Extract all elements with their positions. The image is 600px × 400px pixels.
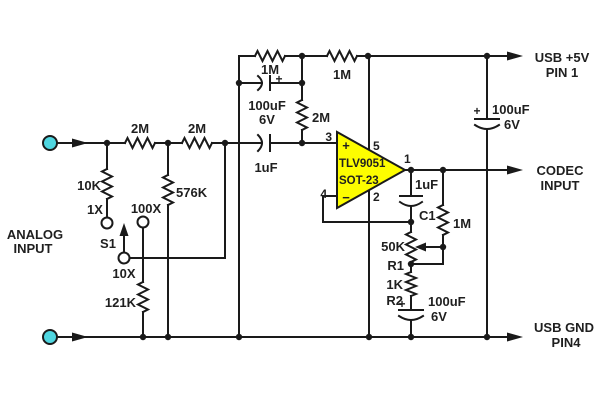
- resistor-121k-label: 121K: [105, 295, 137, 310]
- pot-50k-value-label: 50K: [381, 239, 405, 254]
- resistor-10k: [99, 167, 115, 201]
- cap-bypass-curved-plate: [256, 74, 263, 92]
- cap-bypass-label: 100uF: [248, 98, 286, 113]
- junction-dot: [407, 166, 415, 174]
- resistor-2m-bias: [294, 98, 310, 132]
- junction-dot: [164, 139, 172, 147]
- cap-rail-voltage-label: 6V: [504, 117, 520, 132]
- resistor-1k-name-label: R2: [386, 293, 403, 308]
- resistor-1m-top-1-label: 1M: [261, 62, 279, 77]
- cap-bypass-voltage-label: 6V: [259, 112, 275, 127]
- codec-arrow-icon: [507, 165, 523, 175]
- resistor-576k-label: 576K: [176, 185, 208, 200]
- resistor-121k: [135, 280, 151, 314]
- pot-50k-name-label: R1: [387, 258, 404, 273]
- cap-c1-value-label: 1uF: [415, 177, 438, 192]
- usb-5v-label-2: PIN 1: [546, 65, 579, 80]
- resistor-1m-top-2: [325, 48, 359, 64]
- resistor-1m-top-1: [253, 48, 287, 64]
- usb-5v-label-1: USB +5V: [535, 50, 590, 65]
- signal-flow-arrow-icon: [72, 332, 88, 342]
- resistor-1k: [403, 270, 419, 298]
- cap-rail-curved-plate: [473, 123, 501, 130]
- usb-5v-arrow-icon: [507, 51, 523, 61]
- junction-dot: [439, 166, 447, 174]
- codec-label-1: CODEC: [537, 163, 585, 178]
- cap-bulk-polarity-mark: +: [398, 297, 405, 311]
- junction-dot: [235, 79, 243, 87]
- junction-dot: [103, 139, 111, 147]
- signal-flow-arrow-icon: [72, 138, 88, 148]
- resistor-2m-series-2: [180, 135, 214, 151]
- analog-input-label-2: INPUT: [14, 241, 53, 256]
- cap-bulk-value-label: 100uF: [428, 294, 466, 309]
- switch-1x-label: 1X: [87, 202, 103, 217]
- resistor-2m-bias-label: 2M: [312, 110, 330, 125]
- cap-rail-polarity-mark: +: [473, 104, 480, 118]
- junction-dot: [221, 139, 229, 147]
- opamp-noninv-mark: +: [342, 138, 350, 153]
- resistor-1m-feedback-label: 1M: [453, 216, 471, 231]
- junction-dot: [407, 333, 415, 341]
- junction-dot: [235, 333, 243, 341]
- switch-contact-1x[interactable]: [100, 216, 114, 230]
- opamp-pin1-label: 1: [404, 152, 411, 166]
- junction-dot: [164, 333, 172, 341]
- junction-dot: [298, 139, 306, 147]
- opamp-pin3-label: 3: [325, 130, 332, 144]
- opamp-part-label: TLV9051: [339, 158, 386, 170]
- resistor-1m-top-2-label: 1M: [333, 67, 351, 82]
- cap-c1-curved-plate: [398, 200, 424, 207]
- opamp-package-label: SOT-23: [339, 175, 379, 187]
- wire-switch-common: [128, 142, 226, 259]
- junction-dot: [407, 260, 415, 268]
- junction-dot: [139, 333, 147, 341]
- opamp-pin4-label: 4: [320, 187, 327, 201]
- analog-ground-terminal[interactable]: [42, 329, 58, 345]
- opamp-triangle: [336, 130, 408, 210]
- cap-input-label: 1uF: [254, 160, 277, 175]
- usb-gnd-label-1: USB GND: [534, 320, 594, 335]
- junction-dot: [364, 52, 372, 60]
- switch-lever-arrow-icon[interactable]: [119, 223, 129, 236]
- junction-dot: [483, 52, 491, 60]
- cap-input-curved-plate: [256, 133, 263, 153]
- junction-dot: [298, 52, 306, 60]
- pot-wiper-arrow-icon[interactable]: [415, 242, 426, 252]
- cap-c1-name-label: C1: [419, 208, 436, 223]
- analog-input-terminal[interactable]: [42, 135, 58, 151]
- cap-bulk-voltage-label: 6V: [431, 309, 447, 324]
- opamp-inv-mark: −: [342, 190, 350, 205]
- switch-10x-label: 10X: [112, 266, 135, 281]
- junction-dot: [407, 218, 415, 226]
- junction-dot: [439, 243, 447, 251]
- switch-100x-label: 100X: [131, 201, 162, 216]
- junction-dot: [365, 333, 373, 341]
- wire-feedback: [322, 195, 412, 223]
- resistor-1k-value-label: 1K: [386, 277, 403, 292]
- switch-name-label: S1: [100, 236, 116, 251]
- codec-label-2: INPUT: [541, 178, 580, 193]
- resistor-1m-feedback: [435, 203, 451, 237]
- switch-contact-100x[interactable]: [136, 215, 150, 229]
- opamp-pin2-label: 2: [373, 190, 380, 204]
- cap-rail-value-label: 100uF: [492, 102, 530, 117]
- resistor-2m-series-1: [123, 135, 157, 151]
- switch-pole-10x[interactable]: [117, 251, 131, 265]
- potentiometer-50k: [403, 230, 419, 264]
- usb-gnd-arrow-icon: [507, 332, 523, 342]
- resistor-10k-label: 10K: [77, 178, 101, 193]
- resistor-2m-series-2-label: 2M: [188, 121, 206, 136]
- analog-input-label-1: ANALOG: [7, 227, 63, 242]
- resistor-576k: [160, 173, 176, 207]
- cap-bulk-curved-plate: [397, 314, 425, 321]
- usb-gnd-label-2: PIN4: [552, 335, 582, 350]
- junction-dot: [483, 333, 491, 341]
- junction-dot: [298, 79, 306, 87]
- resistor-2m-series-1-label: 2M: [131, 121, 149, 136]
- cap-bypass-polarity-mark: +: [275, 72, 282, 86]
- opamp-pin5-label: 5: [373, 139, 380, 153]
